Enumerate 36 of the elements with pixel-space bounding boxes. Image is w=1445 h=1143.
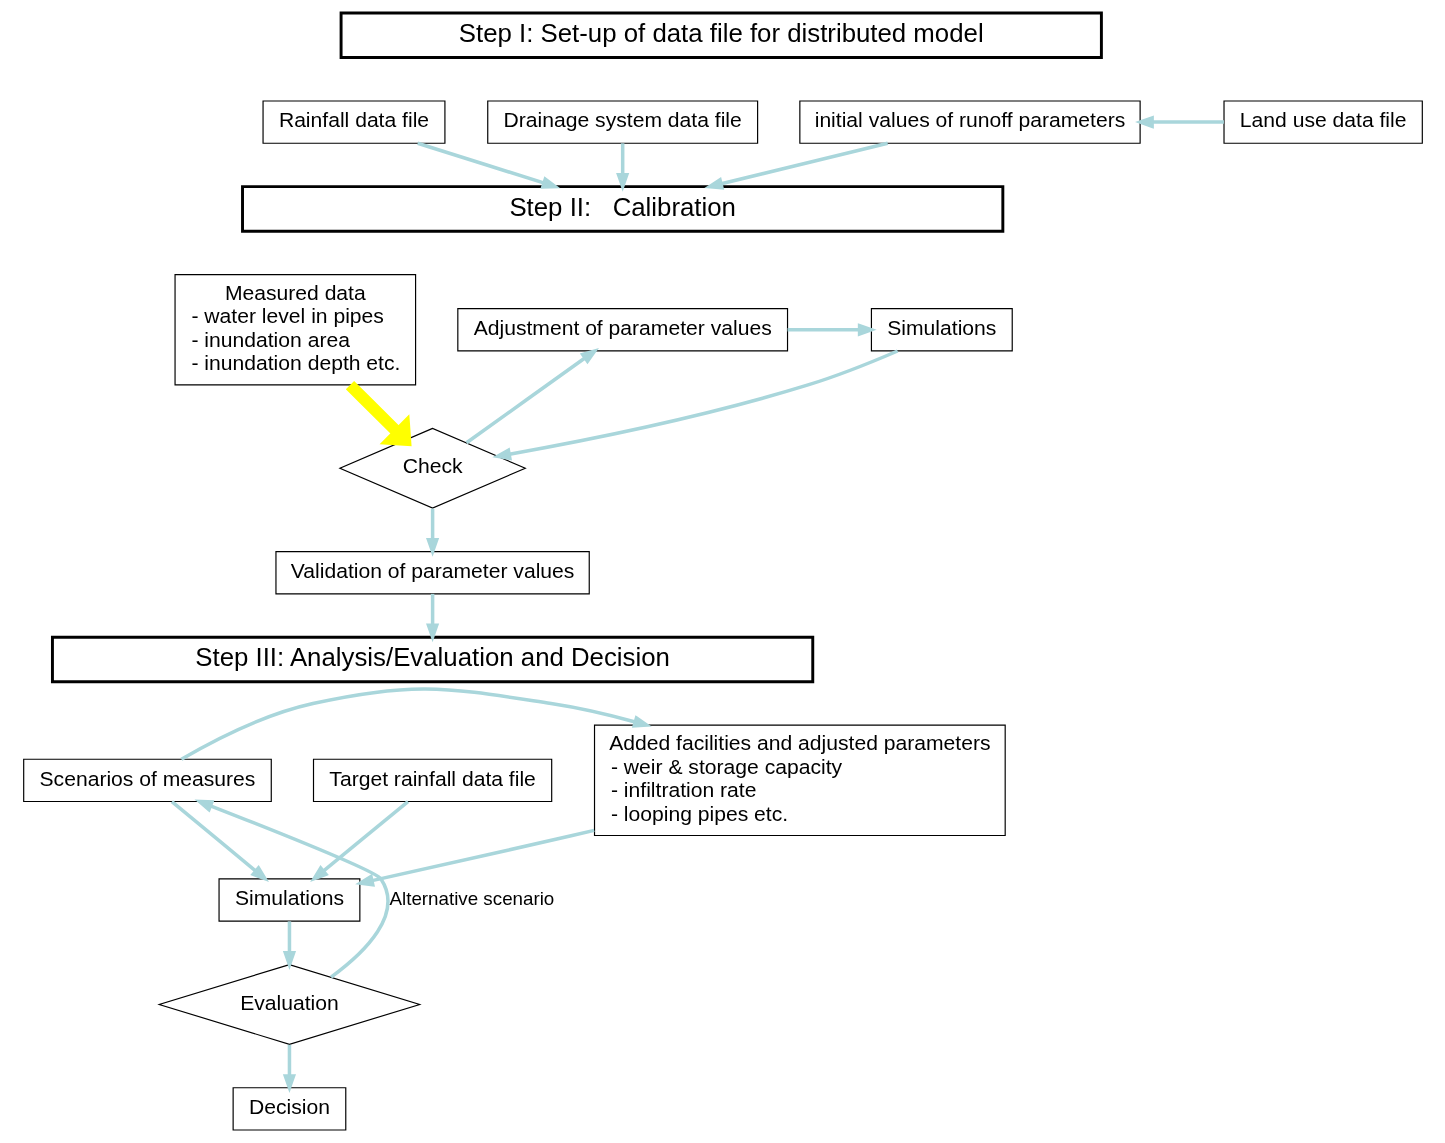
arrow bbox=[1134, 115, 1224, 129]
edge-label: Alternative scenario bbox=[389, 887, 554, 909]
node-diamond: Evaluation bbox=[156, 963, 422, 1045]
node-box: initial values of runoff parameters bbox=[798, 100, 1141, 144]
node-box: Step III: Analysis/Evaluation and Decision bbox=[50, 635, 814, 684]
node-box: Decision bbox=[232, 1087, 346, 1131]
node-box: Scenarios of measures bbox=[22, 758, 272, 803]
arrow bbox=[282, 921, 296, 970]
node-box: Validation of parameter values bbox=[274, 550, 590, 595]
node-box: Measured data - water level in pipes - inundation area - inundation depth etc. bbox=[173, 274, 416, 386]
node-box: Adjustment of parameter values bbox=[456, 308, 788, 352]
arrow bbox=[170, 800, 269, 882]
arrow bbox=[615, 143, 629, 192]
arrow bbox=[425, 508, 439, 557]
arrow bbox=[194, 799, 389, 979]
node-box: Step II: Calibration bbox=[240, 185, 1004, 233]
node-box: Land use data file bbox=[1222, 100, 1423, 144]
node-box: Step I: Set-up of data file for distributed model bbox=[339, 11, 1103, 60]
arrow bbox=[787, 323, 877, 337]
node-box: Rainfall data file bbox=[261, 100, 445, 144]
arrow bbox=[425, 593, 439, 643]
arrow bbox=[416, 141, 560, 189]
node-box: Added facilities and adjusted parameters - weir & storage capacity - infiltration rate - looping pipes etc. bbox=[593, 724, 1006, 837]
arrow bbox=[465, 347, 599, 445]
node-box: Target rainfall data file bbox=[312, 758, 552, 803]
arrow bbox=[309, 800, 409, 882]
arrow bbox=[354, 828, 595, 887]
arrow bbox=[345, 381, 412, 447]
node-box: Simulations bbox=[217, 878, 360, 922]
node-box: Simulations bbox=[870, 308, 1013, 352]
node-box: Drainage system data file bbox=[486, 100, 758, 144]
arrow bbox=[703, 141, 888, 190]
arrow bbox=[491, 349, 898, 461]
arrow bbox=[282, 1044, 296, 1093]
arrow bbox=[180, 687, 652, 761]
node-diamond: Check bbox=[337, 427, 527, 509]
